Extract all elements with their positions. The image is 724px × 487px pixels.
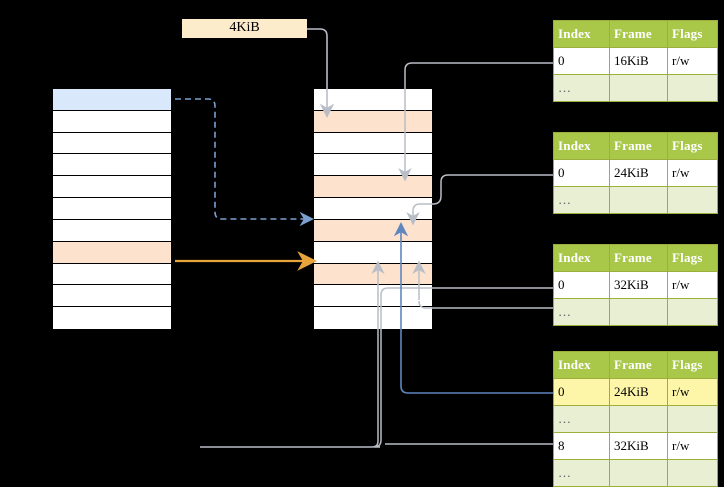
physical-frame-row — [314, 198, 432, 220]
column-header-index: Index — [553, 244, 610, 272]
column-header-index: Index — [553, 20, 610, 48]
cell-frame: 24KiB — [609, 159, 668, 187]
cell-index: 0 — [553, 159, 610, 187]
virtual-page-row — [53, 241, 171, 264]
column-header-frame: Frame — [609, 132, 668, 160]
cell-frame — [609, 459, 668, 487]
virtual-address-space — [52, 88, 172, 330]
cell-index: … — [553, 298, 610, 326]
frame-up-arrow-left — [200, 440, 379, 448]
virtual-page-row — [53, 154, 171, 177]
cell-flags: r/w — [667, 271, 718, 299]
cell-index: … — [553, 186, 610, 214]
cell-flags — [667, 186, 718, 214]
page-table-row: … — [553, 405, 718, 433]
pt3-frame-arrow — [438, 288, 553, 300]
column-header-index: Index — [553, 351, 610, 379]
virtual-page-row — [53, 285, 171, 308]
cell-flags: r/w — [667, 47, 718, 75]
column-header-frame: Frame — [609, 351, 668, 379]
physical-frame-row — [314, 176, 432, 199]
physical-frame-row — [314, 110, 432, 133]
column-header-frame: Frame — [609, 244, 668, 272]
cell-frame — [609, 74, 668, 102]
virtual-page-row — [53, 198, 171, 220]
physical-frame-row — [314, 154, 432, 177]
cell-frame: 16KiB — [609, 47, 668, 75]
cell-flags — [667, 298, 718, 326]
virtual-page-row — [53, 176, 171, 199]
physical-frame-row — [314, 285, 432, 308]
physical-frame-row — [314, 307, 432, 329]
physical-frame-row — [314, 241, 432, 264]
frame-up-arrow-right-bend — [418, 300, 553, 309]
page-table-row: … — [553, 74, 718, 102]
column-header-flags: Flags — [667, 20, 718, 48]
cell-frame: 24KiB — [609, 378, 668, 406]
virtual-page-row — [53, 219, 171, 242]
virtual-page-row — [53, 307, 171, 329]
virtual-page-row — [53, 263, 171, 286]
cell-index: 0 — [553, 47, 610, 75]
page-table-row: … — [553, 186, 718, 214]
cell-flags: r/w — [667, 159, 718, 187]
page-size-label: 4KiB — [229, 20, 260, 35]
cell-frame — [609, 298, 668, 326]
column-header-flags: Flags — [667, 132, 718, 160]
page-table-row: … — [553, 459, 718, 487]
cell-index: … — [553, 459, 610, 487]
cell-index: 8 — [553, 432, 610, 460]
cell-flags: r/w — [667, 432, 718, 460]
virtual-page-row — [53, 89, 171, 111]
cell-flags: r/w — [667, 378, 718, 406]
cell-index: 0 — [553, 271, 610, 299]
cell-index: … — [553, 74, 610, 102]
physical-address-space — [313, 88, 433, 330]
cell-frame — [609, 405, 668, 433]
column-header-flags: Flags — [667, 351, 718, 379]
column-header-index: Index — [553, 132, 610, 160]
cell-frame: 32KiB — [609, 271, 668, 299]
column-header-frame: Frame — [609, 20, 668, 48]
physical-frame-row — [314, 132, 432, 155]
virtual-page-row — [53, 110, 171, 133]
physical-frame-row — [314, 89, 432, 111]
cell-frame — [609, 186, 668, 214]
physical-frame-row — [314, 263, 432, 286]
cell-flags — [667, 405, 718, 433]
cell-frame: 32KiB — [609, 432, 668, 460]
physical-frame-row — [314, 219, 432, 242]
page-table-row: … — [553, 298, 718, 326]
pt2-to-frame-connector — [406, 174, 553, 226]
cell-flags — [667, 459, 718, 487]
cell-index: … — [553, 405, 610, 433]
column-header-flags: Flags — [667, 244, 718, 272]
cell-index: 0 — [553, 378, 610, 406]
cell-flags — [667, 74, 718, 102]
virtual-page-row — [53, 132, 171, 155]
page-size-callout: 4KiB — [182, 19, 307, 38]
virtual-page-to-frame-dashed — [175, 98, 314, 227]
